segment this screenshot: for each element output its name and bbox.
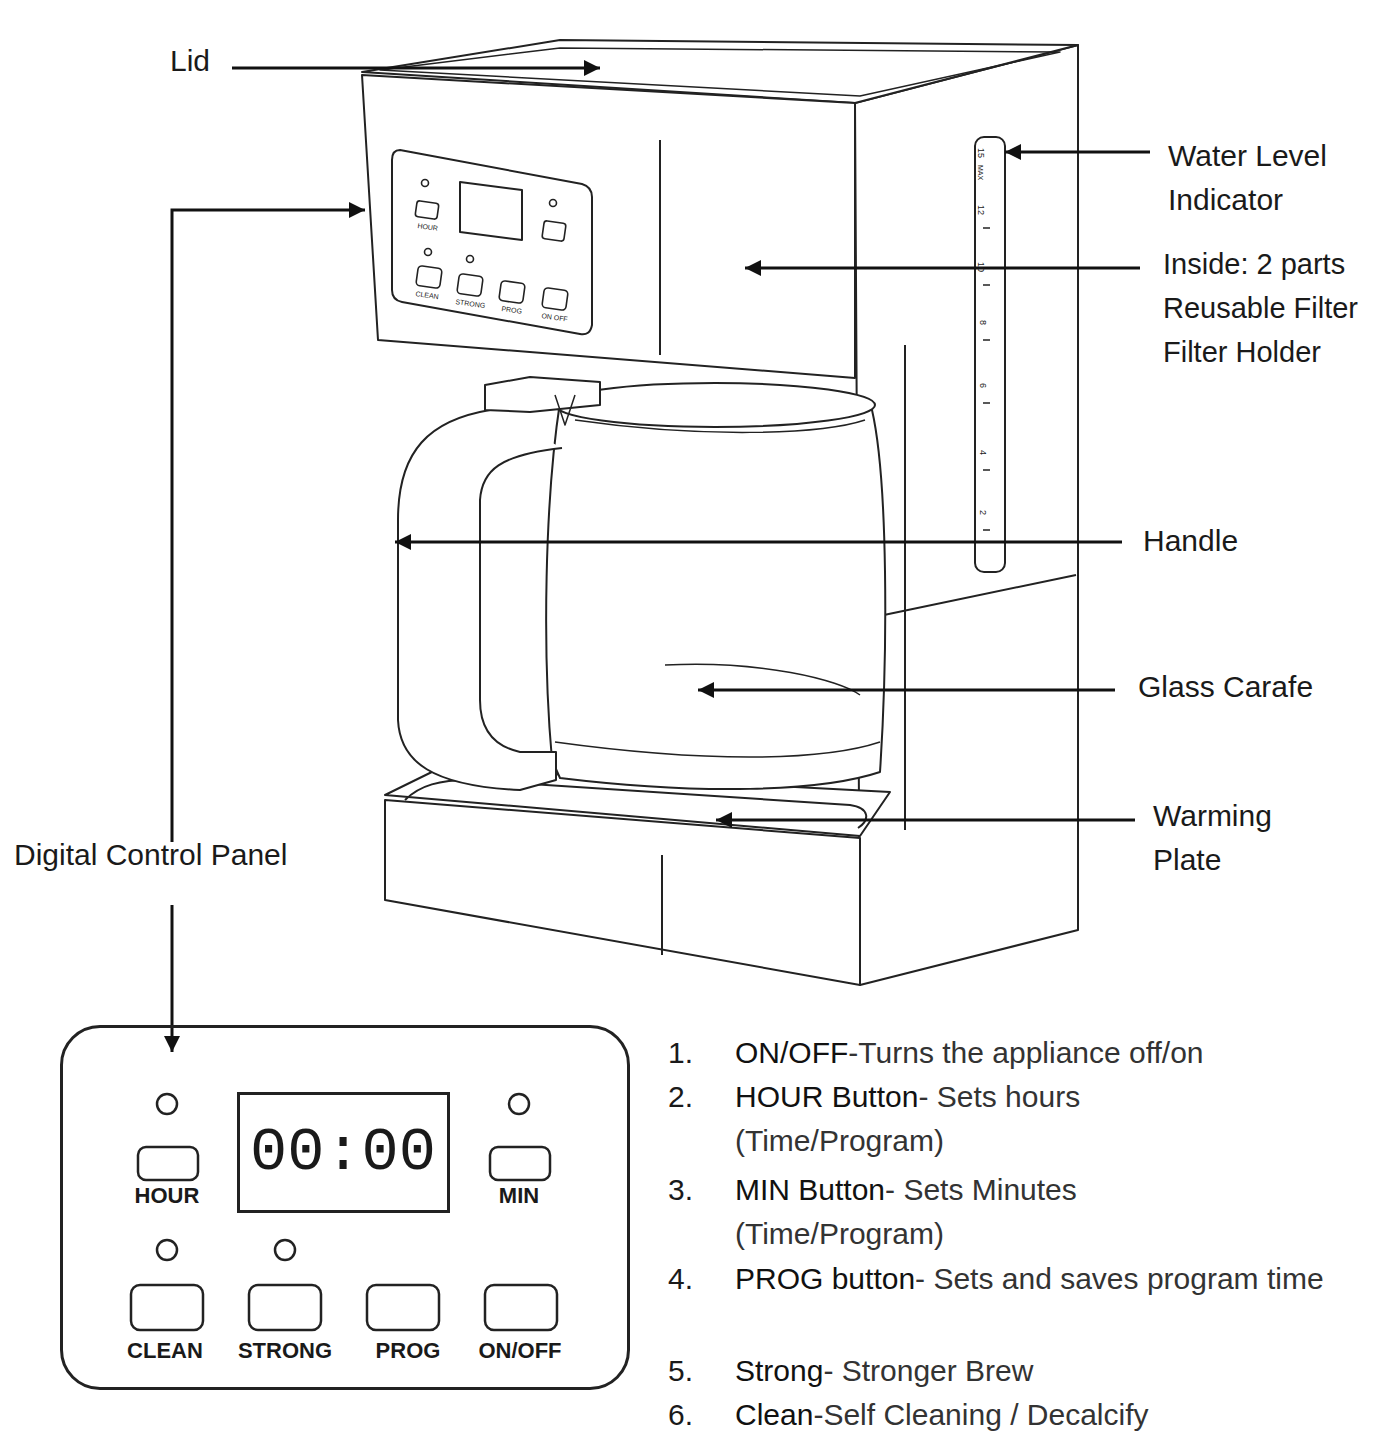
list-description: -Self Cleaning / Decalcify	[813, 1398, 1148, 1431]
list-item: ON/OFF-Turns the appliance off/on	[735, 1031, 1355, 1075]
leader-line	[698, 689, 1115, 692]
control-panel-outline	[392, 150, 592, 334]
digital-display: 00:00	[237, 1092, 450, 1213]
scale-number: 8	[978, 320, 988, 325]
list-item: Clean-Self Cleaning / Decalcify	[735, 1393, 1355, 1437]
list-number: 2.	[668, 1075, 693, 1119]
leader-line	[395, 541, 1122, 544]
glass-carafe	[546, 402, 885, 789]
display-readout: 00:00	[250, 1122, 436, 1184]
list-term: Strong	[735, 1354, 823, 1387]
list-description: - Sets and saves program time	[915, 1262, 1324, 1295]
handle-top	[485, 377, 600, 412]
leader-line	[171, 905, 174, 1052]
housing-edge	[904, 345, 906, 830]
list-number: 6.	[668, 1393, 693, 1437]
panel-button	[485, 1285, 557, 1330]
list-term: MIN Button	[735, 1173, 885, 1206]
part-label: Handle	[1143, 524, 1238, 559]
scale-number: 4	[978, 450, 988, 455]
housing-seam	[860, 575, 1076, 620]
list-number: 4.	[668, 1257, 693, 1301]
list-description: -Turns the appliance off/on	[848, 1036, 1203, 1069]
button-label: ON/OFF	[478, 1340, 561, 1362]
indicator-lamp	[157, 1094, 177, 1114]
head-front	[362, 75, 855, 378]
part-label: Lid	[170, 44, 210, 79]
button-label: HOUR	[135, 1185, 200, 1207]
button-label: CLEAN	[127, 1340, 203, 1362]
list-item: Strong- Stronger Brew	[735, 1349, 1335, 1393]
button-label: PROG	[376, 1340, 441, 1362]
button-label: STRONG	[238, 1340, 332, 1362]
panel-button	[249, 1285, 321, 1330]
part-label: Glass Carafe	[1138, 670, 1313, 705]
scale-number: 6	[978, 383, 988, 388]
indicator-lamp	[275, 1240, 295, 1260]
list-description: - Stronger Brew	[823, 1354, 1033, 1387]
button-label: MIN	[499, 1185, 539, 1207]
part-label: Water Level Indicator	[1168, 134, 1358, 222]
scale-number: 10	[976, 262, 986, 272]
part-label: Filter Holder	[1163, 336, 1321, 369]
panel-button	[138, 1147, 198, 1180]
indicator-lamp	[509, 1094, 529, 1114]
leader-line	[1005, 151, 1150, 154]
carafe-lid	[555, 383, 875, 427]
panel-button	[490, 1147, 550, 1180]
base-seam	[661, 855, 663, 955]
water-level-window	[975, 137, 1005, 572]
part-label: Inside: 2 parts	[1163, 248, 1345, 281]
list-term: Clean	[735, 1398, 813, 1431]
leader-line	[172, 210, 365, 842]
panel-button	[367, 1285, 439, 1330]
housing-side	[855, 45, 1078, 985]
list-term: ON/OFF	[735, 1036, 848, 1069]
list-item: MIN Button- Sets Minutes (Time/Program)	[735, 1168, 1175, 1256]
carafe-handle	[398, 410, 562, 790]
head-seam	[659, 140, 661, 355]
leader-line	[232, 67, 600, 70]
leader-line	[716, 819, 1135, 822]
scale-number: 2	[978, 510, 988, 515]
panel-button	[131, 1285, 203, 1330]
list-item: PROG button- Sets and saves program time	[735, 1257, 1335, 1301]
scale-number: 12	[976, 205, 986, 215]
part-label: Reusable Filter	[1163, 292, 1358, 325]
control-panel: HOUR MIN CLEAN STRONG PROG ON/OFF 00:00	[60, 1025, 630, 1390]
list-number: 3.	[668, 1168, 693, 1212]
indicator-lamp	[157, 1240, 177, 1260]
leader-line	[745, 267, 1140, 270]
part-label: Warming Plate	[1153, 794, 1313, 882]
list-number: 5.	[668, 1349, 693, 1393]
list-term: PROG button	[735, 1262, 915, 1295]
part-label: Digital Control Panel	[14, 838, 287, 873]
display-window	[460, 182, 522, 240]
list-term: HOUR Button	[735, 1080, 918, 1113]
list-item: HOUR Button- Sets hours (Time/Program)	[735, 1075, 1155, 1163]
scale-number: 15	[976, 148, 986, 158]
scale-number: MAX	[976, 165, 984, 180]
list-number: 1.	[668, 1031, 693, 1075]
